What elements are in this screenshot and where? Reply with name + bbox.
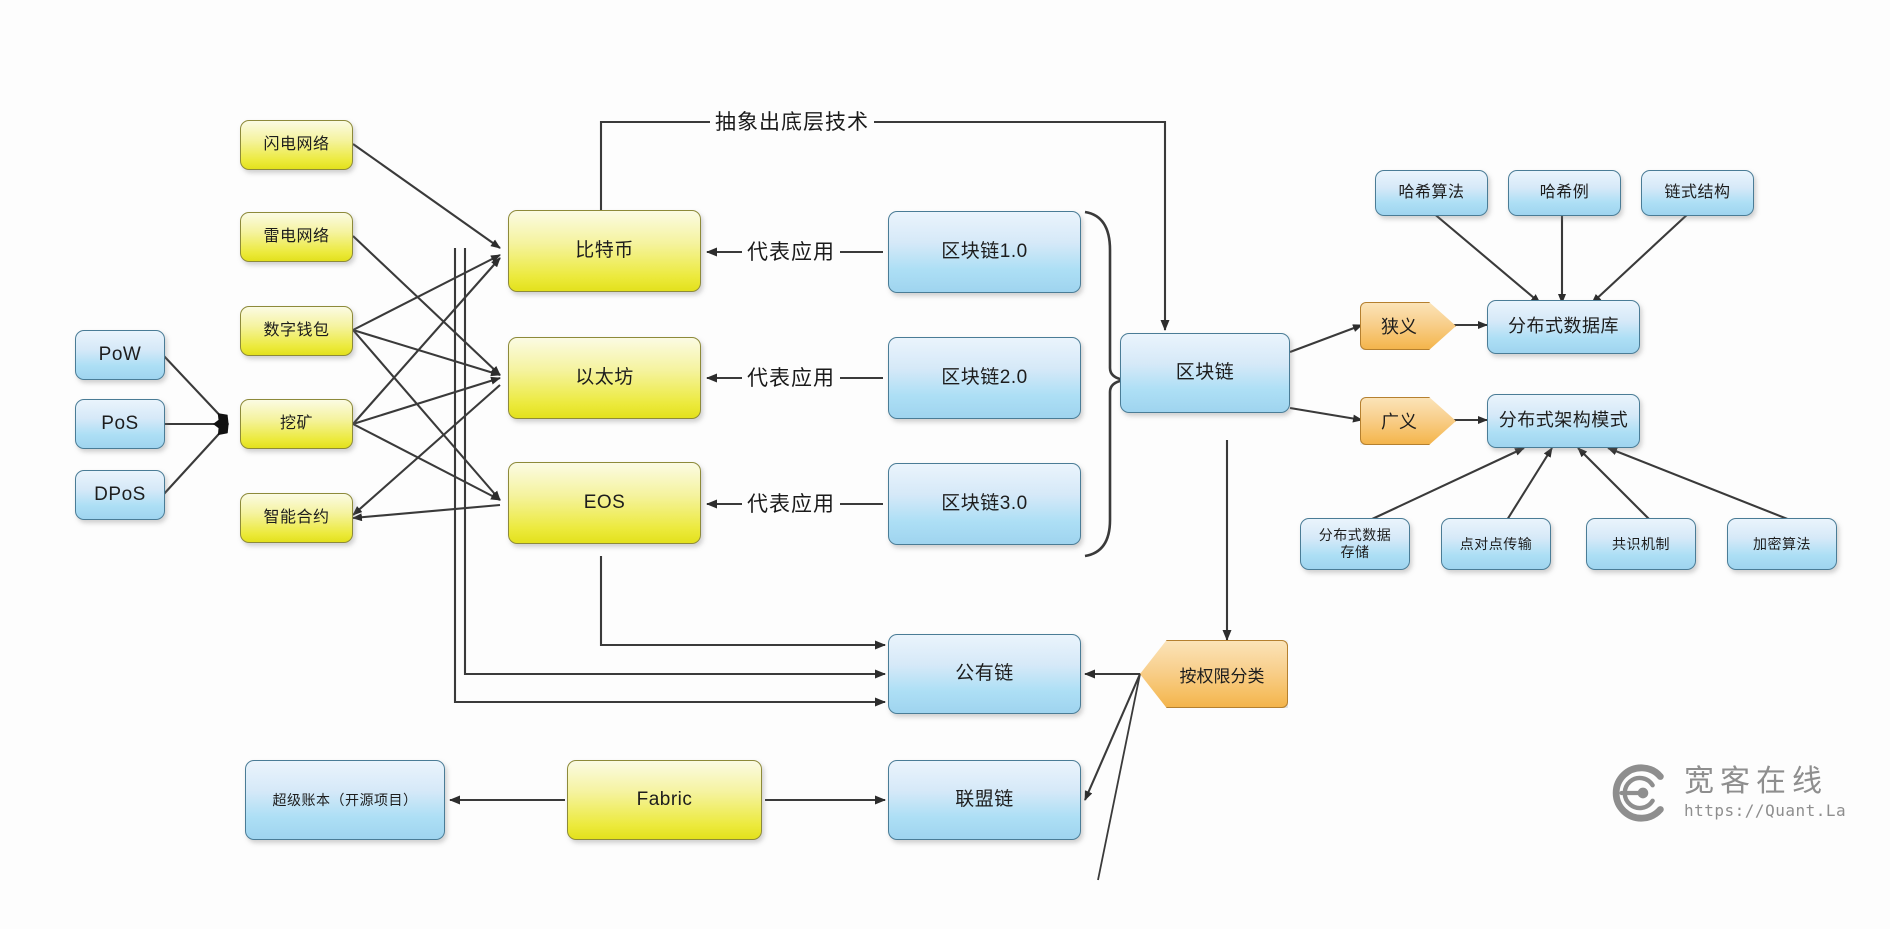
watermark: 宽客在线 https://Quant.La [1610, 762, 1846, 824]
node-fabric[interactable]: Fabric [567, 760, 762, 840]
watermark-url: https://Quant.La [1684, 800, 1847, 820]
node-broad-sense[interactable]: 广义 [1360, 397, 1456, 445]
node-distributed-architecture[interactable]: 分布式架构模式 [1487, 394, 1640, 448]
node-mining[interactable]: 挖矿 [240, 399, 353, 449]
c-ring-logo-icon [1612, 764, 1664, 822]
edge-label-representative-app-3: 代表应用 [742, 488, 840, 518]
node-permission-classification[interactable]: 按权限分类 [1140, 640, 1288, 708]
node-consensus-mechanism[interactable]: 共识机制 [1586, 518, 1696, 570]
node-hyperledger[interactable]: 超级账本（开源项目） [245, 760, 445, 840]
node-pow[interactable]: PoW [75, 330, 165, 380]
node-hash-value[interactable]: 哈希例 [1508, 170, 1621, 216]
edge-label-representative-app-1: 代表应用 [742, 236, 840, 266]
node-digital-wallet[interactable]: 数字钱包 [240, 306, 353, 356]
node-narrow-sense[interactable]: 狭义 [1360, 302, 1456, 350]
node-blockchain-1[interactable]: 区块链1.0 [888, 211, 1081, 293]
node-hash-algorithm[interactable]: 哈希算法 [1375, 170, 1488, 216]
node-p2p-transmission[interactable]: 点对点传输 [1441, 518, 1551, 570]
edge-label-abstract-underlying-tech: 抽象出底层技术 [710, 106, 874, 136]
watermark-name: 宽客在线 [1684, 765, 1828, 799]
node-ethereum[interactable]: 以太坊 [508, 337, 701, 419]
node-dpos[interactable]: DPoS [75, 470, 165, 520]
node-public-chain[interactable]: 公有链 [888, 634, 1081, 714]
node-eos[interactable]: EOS [508, 462, 701, 544]
node-blockchain-3[interactable]: 区块链3.0 [888, 463, 1081, 545]
node-distributed-data-storage[interactable]: 分布式数据 存储 [1300, 518, 1410, 570]
node-pos[interactable]: PoS [75, 399, 165, 449]
node-bitcoin[interactable]: 比特币 [508, 210, 701, 292]
node-encryption-algorithm[interactable]: 加密算法 [1727, 518, 1837, 570]
node-distributed-data-storage-line1: 分布式数据 [1318, 527, 1392, 544]
node-blockchain-2[interactable]: 区块链2.0 [888, 337, 1081, 419]
edge-label-representative-app-2: 代表应用 [742, 362, 840, 392]
node-distributed-data-storage-line2: 存储 [1340, 544, 1370, 560]
node-distributed-database[interactable]: 分布式数据库 [1487, 300, 1640, 354]
node-consortium-chain[interactable]: 联盟链 [888, 760, 1081, 840]
node-blockchain[interactable]: 区块链 [1120, 333, 1290, 413]
node-lightning-network[interactable]: 闪电网络 [240, 120, 353, 170]
node-smart-contract[interactable]: 智能合约 [240, 493, 353, 543]
node-chain-structure[interactable]: 链式结构 [1641, 170, 1754, 216]
node-raiden-network[interactable]: 雷电网络 [240, 212, 353, 262]
